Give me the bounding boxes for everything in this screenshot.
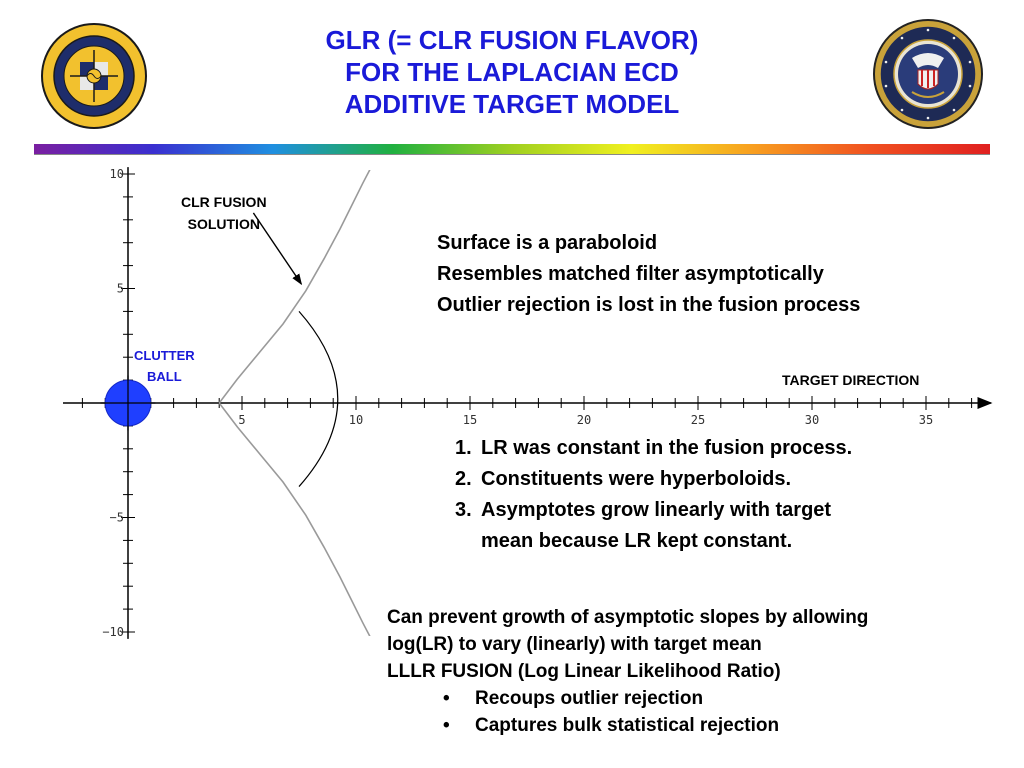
angle-arc <box>298 311 339 487</box>
lllr-fusion-notes: Can prevent growth of asymptotic slopes … <box>387 604 868 739</box>
y-tick-label: −5 <box>110 511 124 525</box>
clr-fusion-label-line-2: SOLUTION <box>187 216 260 232</box>
lllr-line-3: LLLR FUSION (Log Linear Likelihood Ratio… <box>387 661 781 682</box>
paraboloid-notes: Surface is a paraboloid Resembles matche… <box>437 228 860 321</box>
title-line-3: ADDITIVE TARGET MODEL <box>344 89 680 119</box>
x-tick-label: 25 <box>691 413 705 427</box>
navy-seal-logo <box>873 19 983 129</box>
x-tick-label: 10 <box>349 413 363 427</box>
list-text-continuation: mean because LR kept constant. <box>481 530 793 552</box>
list-text: Asymptotes grow linearly with target <box>481 499 832 521</box>
x-tick-label: 30 <box>805 413 819 427</box>
clutter-ball-label-line-2: BALL <box>147 369 182 384</box>
x-tick-label: 15 <box>463 413 477 427</box>
bullet-text: Captures bulk statistical rejection <box>475 715 780 736</box>
upper-branch-curve <box>218 170 371 404</box>
clr-fusion-label-line-1: CLR FUSION <box>181 194 267 210</box>
bullet-item: • Recoups outlier rejection <box>387 685 868 712</box>
note-line-1: Surface is a paraboloid <box>437 232 658 254</box>
list-number: 3. <box>455 499 472 521</box>
note-line-2: Resembles matched filter asymptotically <box>437 263 824 285</box>
clutter-ball-label-line-1: CLUTTER <box>134 348 195 363</box>
bullet-item: • Captures bulk statistical rejection <box>387 712 868 739</box>
title-line-1: GLR (= CLR FUSION FLAVOR) <box>325 25 699 55</box>
nrl-seal-logo <box>41 23 147 129</box>
lower-branch-curve <box>218 402 371 636</box>
bullet-icon: • <box>443 688 450 709</box>
list-item: 1. LR was constant in the fusion process… <box>435 433 852 464</box>
list-text: LR was constant in the fusion process. <box>481 437 853 459</box>
list-item: 2. Constituents were hyperboloids. <box>435 464 852 495</box>
note-line-3: Outlier rejection is lost in the fusion … <box>437 294 861 316</box>
lllr-line-1: Can prevent growth of asymptotic slopes … <box>387 607 869 628</box>
rainbow-divider <box>34 144 990 154</box>
target-direction-label: TARGET DIRECTION <box>782 372 920 388</box>
list-number: 2. <box>455 468 472 490</box>
x-tick-label: 35 <box>919 413 933 427</box>
title-line-2: FOR THE LAPLACIAN ECD <box>345 57 679 87</box>
slide-title: GLR (= CLR FUSION FLAVOR) FOR THE LAPLAC… <box>200 24 824 120</box>
y-tick-label: −10 <box>102 625 124 639</box>
lllr-line-2: log(LR) to vary (linearly) with target m… <box>387 634 762 655</box>
y-tick-label: 5 <box>117 282 124 296</box>
y-tick-label: 10 <box>110 167 124 181</box>
x-tick-label: 20 <box>577 413 591 427</box>
bullet-text: Recoups outlier rejection <box>475 688 704 709</box>
numbered-list: 1. LR was constant in the fusion process… <box>435 433 852 557</box>
x-tick-label: 5 <box>238 413 245 427</box>
bullet-icon: • <box>443 715 450 736</box>
clutter-ball-label: CLUTTER BALL <box>134 345 195 387</box>
list-text: Constituents were hyperboloids. <box>481 468 792 490</box>
clr-fusion-arrow <box>252 212 303 286</box>
list-item: 3. Asymptotes grow linearly with target … <box>435 495 852 557</box>
clr-fusion-label: CLR FUSION SOLUTION <box>181 191 267 235</box>
list-number: 1. <box>455 437 472 459</box>
